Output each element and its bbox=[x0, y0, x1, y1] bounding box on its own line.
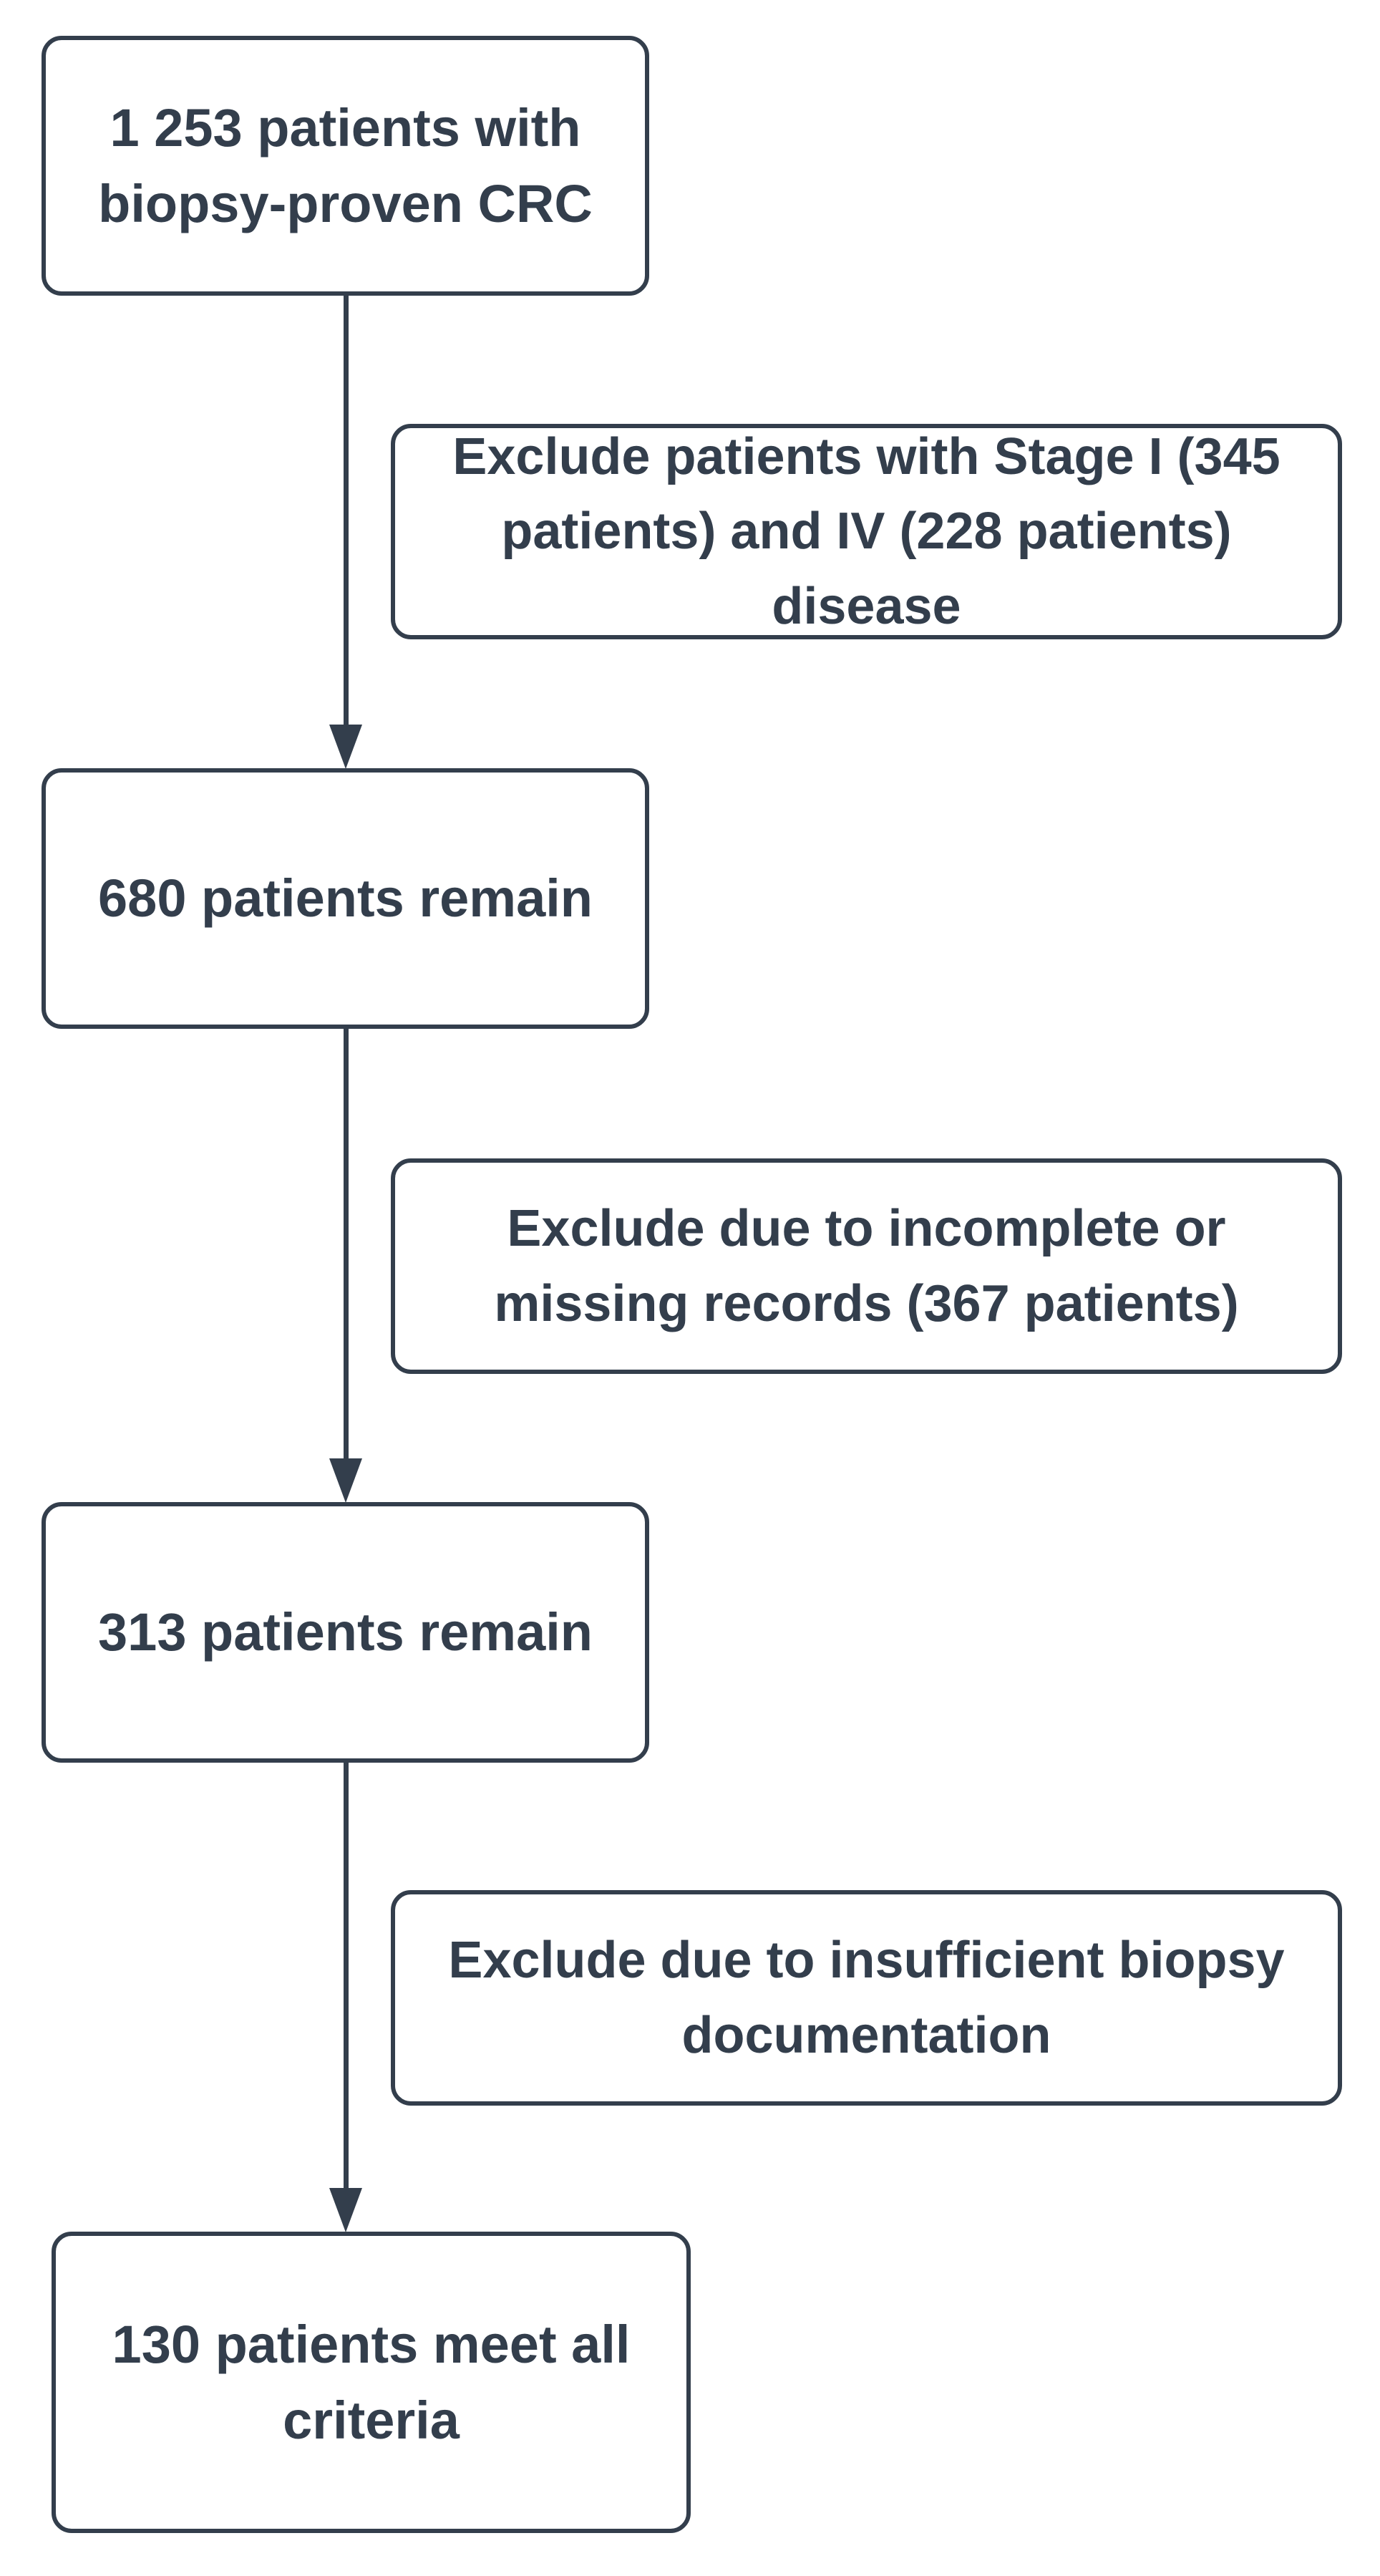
exclusion-node-missing-records: Exclude due to incomplete or missing rec… bbox=[391, 1158, 1342, 1374]
flow-node-remaining-313: 313 patients remain bbox=[42, 1502, 649, 1763]
arrow-stem bbox=[344, 296, 349, 728]
flow-node-final-cohort: 130 patients meet all criteria bbox=[52, 2232, 691, 2533]
arrowhead-down-icon bbox=[329, 1458, 362, 1503]
flow-node-remaining-680: 680 patients remain bbox=[42, 768, 649, 1029]
flow-node-initial-cohort: 1 253 patients with biopsy-proven CRC bbox=[42, 36, 649, 296]
exclusion-node-stage: Exclude patients with Stage I (345 patie… bbox=[391, 424, 1342, 639]
arrow-stem bbox=[344, 1029, 349, 1462]
arrowhead-down-icon bbox=[329, 2188, 362, 2232]
arrow-stem bbox=[344, 1763, 349, 2192]
exclusion-node-biopsy-documentation: Exclude due to insufficient biopsy docum… bbox=[391, 1890, 1342, 2106]
arrowhead-down-icon bbox=[329, 725, 362, 769]
